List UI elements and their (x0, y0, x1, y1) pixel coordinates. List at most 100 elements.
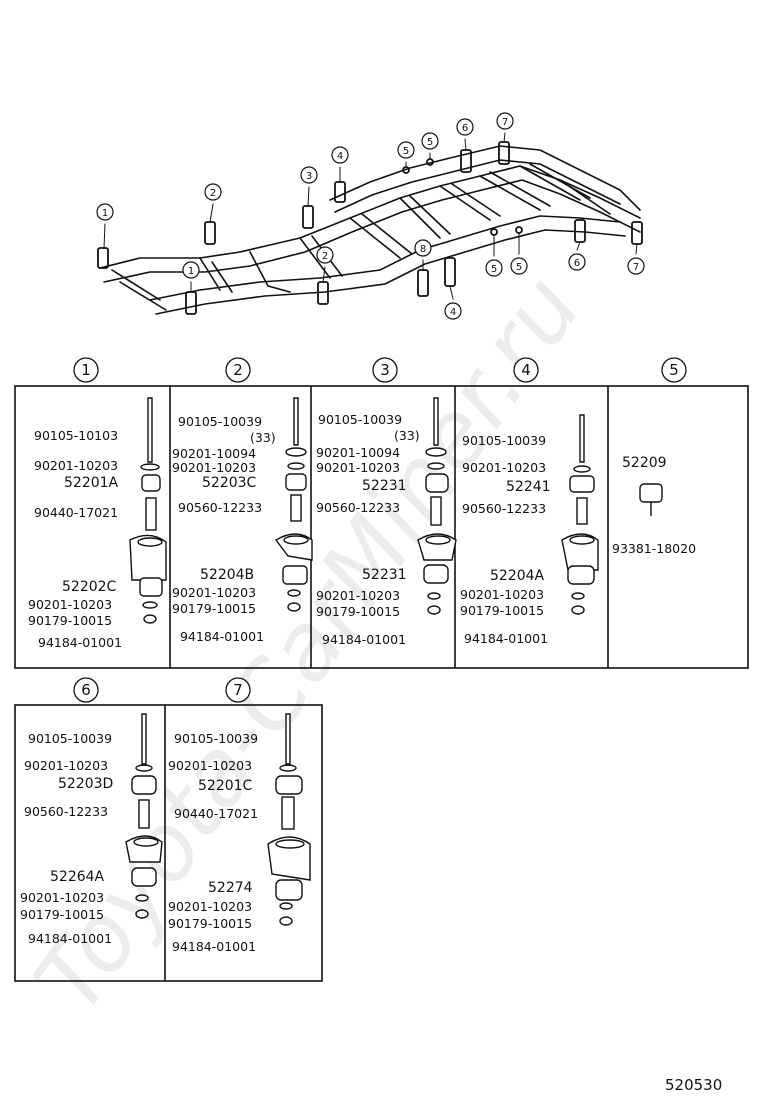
part-number-label: 52204B (200, 567, 254, 583)
part-number-label: (33) (394, 428, 420, 443)
callout-number: 2 (322, 251, 328, 262)
part-number-label: 90105-10039 (178, 414, 262, 429)
section-header-5: 5 (661, 357, 687, 383)
callout-circle (182, 261, 200, 279)
callout-number: 5 (403, 146, 409, 157)
callout-number: 3 (306, 171, 312, 182)
callout-number: 4 (450, 307, 456, 318)
section-header-6: 6 (73, 677, 99, 703)
part-number-label: 94184-01001 (38, 635, 122, 650)
frame-callout: 1 (96, 203, 114, 221)
part-number-label: 94184-01001 (180, 629, 264, 644)
part-labels: 90105-1010390201-1020352201A90440-170215… (20, 412, 696, 954)
part-number-label: 90105-10039 (318, 412, 402, 427)
part-number-label: 52203D (58, 776, 113, 792)
section-header-1: 1 (73, 357, 99, 383)
callout-number: 4 (337, 151, 343, 162)
part-number-label: 90179-10015 (168, 916, 252, 931)
callout-number: 1 (188, 266, 194, 277)
frame-illustration (97, 132, 643, 315)
section-circle (73, 357, 99, 383)
section-circle (513, 357, 539, 383)
part-number-label: 90201-10203 (168, 758, 252, 773)
callout-circle (456, 118, 474, 136)
part-number-label: 90179-10015 (172, 601, 256, 616)
section-number: 4 (521, 361, 531, 379)
part-number-label: 94184-01001 (28, 931, 112, 946)
part-number-label: 94184-01001 (464, 631, 548, 646)
callout-circle (568, 253, 586, 271)
part-number-label: 52204A (490, 568, 545, 584)
part-number-label: 90105-10039 (174, 731, 258, 746)
section-number: 3 (380, 361, 390, 379)
callout-circle (96, 203, 114, 221)
frame-callout: 5 (510, 257, 528, 275)
callout-number: 1 (102, 208, 108, 219)
callout-circle (421, 132, 439, 150)
part-number-label: 90105-10039 (28, 731, 112, 746)
frame-callout: 1 (182, 261, 200, 279)
part-number-label: 90560-12233 (178, 500, 262, 515)
callout-number: 5 (491, 264, 497, 275)
callout-number: 2 (210, 188, 216, 199)
part-number-label: 90560-12233 (24, 804, 108, 819)
callout-number: 6 (462, 123, 468, 134)
part-number-label: 52274 (208, 880, 253, 896)
section-circle (661, 357, 687, 383)
callout-circle (444, 302, 462, 320)
part-number-label: 90201-10203 (316, 460, 400, 475)
part-illustrations (125, 397, 663, 926)
part-number-label: (33) (250, 430, 276, 445)
part-number-label: 52231 (362, 478, 407, 494)
callout-circle (510, 257, 528, 275)
section-header-3: 3 (372, 357, 398, 383)
callout-number: 5 (427, 137, 433, 148)
callout-number: 8 (420, 244, 426, 255)
section-circle (225, 357, 251, 383)
frame-callout: 5 (397, 141, 415, 159)
part-number-label: 90201-10203 (316, 588, 400, 603)
frame-callout: 5 (485, 259, 503, 277)
part-number-label: 90105-10039 (462, 433, 546, 448)
part-number-label: 90179-10015 (28, 613, 112, 628)
part-number-label: 93381-18020 (612, 541, 696, 556)
callout-circle (300, 166, 318, 184)
frame-callout: 4 (331, 146, 349, 164)
part-number-label: 90201-10203 (462, 460, 546, 475)
part-number-label: 90179-10015 (20, 907, 104, 922)
section-circle (73, 677, 99, 703)
callout-number: 5 (516, 262, 522, 273)
part-number-label: 52201A (64, 475, 119, 491)
frame-callout: 6 (456, 118, 474, 136)
section-header-4: 4 (513, 357, 539, 383)
section-number: 1 (81, 361, 91, 379)
part-number-label: 52264A (50, 869, 105, 885)
part-number-label: 52202C (62, 579, 117, 595)
part-number-label: 52209 (622, 455, 667, 471)
callout-circle (496, 112, 514, 130)
section-number: 6 (81, 681, 91, 699)
frame-callout: 2 (316, 246, 334, 264)
section-circle (225, 677, 251, 703)
section-number: 5 (669, 361, 679, 379)
part-number-label: 90201-10203 (168, 899, 252, 914)
part-number-label: 90440-17021 (174, 806, 258, 821)
frame-callout: 2 (204, 183, 222, 201)
part-number-label: 90201-10203 (28, 597, 112, 612)
frame-callout: 8 (414, 239, 432, 257)
section-boxes (14, 385, 749, 982)
callout-number: 6 (574, 258, 580, 269)
section-circle (372, 357, 398, 383)
diagram-code: 520530 (665, 1076, 722, 1094)
part-number-label: 94184-01001 (322, 632, 406, 647)
callout-circle (331, 146, 349, 164)
callout-circle (414, 239, 432, 257)
part-number-label: 52231 (362, 567, 407, 583)
callout-circle (204, 183, 222, 201)
part-number-label: 52203C (202, 475, 257, 491)
section-header-7: 7 (225, 677, 251, 703)
frame-callout: 6 (568, 253, 586, 271)
section-number: 7 (233, 681, 243, 699)
